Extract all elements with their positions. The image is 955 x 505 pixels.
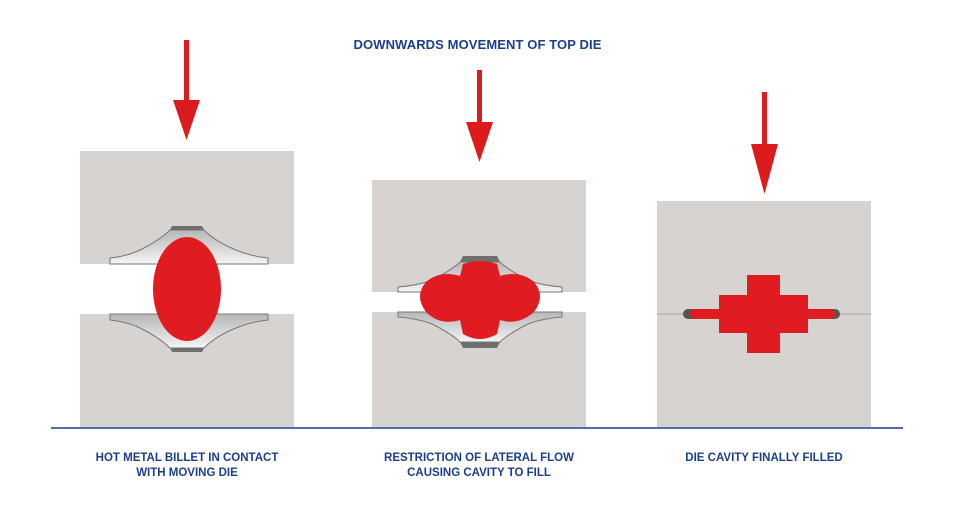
caption-stage-1: HOT METAL BILLET IN CONTACT WITH MOVING … [57,451,317,481]
stage-1 [80,40,294,427]
diagram-title: DOWNWARDS MOVEMENT OF TOP DIE [353,37,602,52]
stage-2 [372,70,586,427]
caption-line: DIE CAVITY FINALLY FILLED [685,452,843,464]
caption-line: WITH MOVING DIE [136,467,238,479]
caption-line: HOT METAL BILLET IN CONTACT [95,452,279,464]
down-arrow-icon [751,92,778,194]
partially-filled-billet [420,261,540,339]
filled-forging [690,275,835,353]
caption-line: RESTRICTION OF LATERAL FLOW [384,452,574,464]
hot-billet [153,237,221,341]
down-arrow-icon [173,40,200,140]
caption-stage-2: RESTRICTION OF LATERAL FLOW CAUSING CAVI… [349,451,609,481]
stage-3 [657,92,871,427]
caption-stage-3: DIE CAVITY FINALLY FILLED [634,451,894,466]
down-arrow-icon [466,70,493,162]
caption-line: CAUSING CAVITY TO FILL [407,467,551,479]
